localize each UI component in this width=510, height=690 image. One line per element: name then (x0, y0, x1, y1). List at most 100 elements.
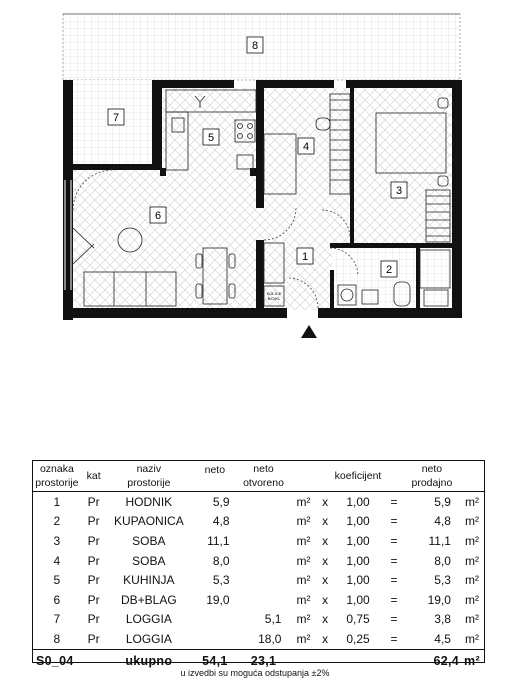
row-x: x (322, 494, 329, 509)
row-unit: m² (296, 573, 311, 588)
room-label-8: 8 (252, 40, 258, 52)
room-label-4: 4 (303, 141, 309, 153)
row-prodajno: 5,3 (434, 573, 451, 588)
row-naziv: DB+BLAG (120, 592, 177, 607)
total-code: S0_04 (32, 648, 82, 672)
row-koef: 1,00 (346, 533, 370, 548)
row-kat: Pr (87, 553, 100, 568)
row-kat: Pr (87, 631, 100, 646)
row-kat: Pr (87, 612, 100, 627)
row-kat: Pr (87, 592, 100, 607)
row-unit: m² (296, 553, 311, 568)
row-naziv: SOBA (132, 533, 166, 548)
row-naziv: SOBA (132, 553, 166, 568)
row-koef: 0,75 (346, 612, 370, 627)
row-id: 2 (53, 514, 61, 529)
row-neto: 5,3 (212, 573, 230, 588)
row-prodajno: 8,0 (434, 553, 451, 568)
row-unit2: m² (464, 514, 479, 529)
row-naziv: KUPAONICA (113, 514, 184, 529)
row-koef: 1,00 (346, 494, 370, 509)
row-koef: 1,00 (346, 573, 370, 588)
row-eq: = (390, 533, 398, 548)
row-koef: 1,00 (346, 553, 370, 568)
row-x: x (322, 612, 329, 627)
total-unit: m² (458, 648, 485, 672)
table-total-row: S0_04 ukupno 54,1 23,1 62,4 m² (32, 648, 485, 672)
row-prodajno: 4,5 (434, 631, 451, 646)
row-kat: Pr (87, 573, 100, 588)
row-neto: 11,1 (207, 533, 230, 548)
row-otvoreno (238, 551, 290, 571)
col-neto: neto (204, 464, 226, 476)
row-x: x (322, 533, 329, 548)
total-otvoreno: 23,1 (237, 648, 290, 672)
storage-label-2: BICIKL (268, 296, 281, 301)
row-x: x (322, 514, 329, 529)
row-koef: 1,00 (346, 592, 370, 607)
row-unit: m² (296, 631, 311, 646)
room-label-7: 7 (113, 112, 119, 124)
row-prodajno: 11,1 (428, 533, 451, 548)
row-x: x (322, 553, 329, 568)
row-otvoreno (238, 512, 290, 532)
row-unit2: m² (464, 631, 479, 646)
total-neto: 54,1 (192, 648, 238, 672)
row-unit: m² (296, 494, 311, 509)
room-3-floor (352, 88, 454, 243)
row-unit2: m² (464, 573, 479, 588)
row-x: x (322, 592, 329, 607)
bathroom-floor (332, 248, 454, 310)
row-neto: 5,9 (212, 494, 230, 509)
furniture (72, 89, 451, 307)
row-neto: 4,8 (212, 514, 230, 529)
row-eq: = (390, 553, 398, 568)
row-unit: m² (296, 612, 311, 627)
row-unit2: m² (464, 592, 479, 607)
storage-label: KOLICE (267, 291, 282, 296)
room-4-floor (262, 88, 352, 248)
row-neto: 8,0 (212, 553, 230, 568)
floor-plan: 8 7 5 4 3 6 1 2 KOLICE BICIKL (62, 13, 462, 338)
row-eq: = (390, 494, 398, 509)
row-unit2: m² (464, 612, 479, 627)
row-otvoreno (238, 531, 290, 551)
row-unit: m² (296, 592, 311, 607)
row-prodajno: 19,0 (427, 592, 451, 607)
row-unit2: m² (464, 533, 479, 548)
row-neto (192, 610, 237, 630)
row-naziv: KUHINJA (123, 573, 175, 588)
row-id: 7 (53, 612, 61, 627)
row-naziv: LOGGIA (125, 612, 172, 627)
entrance-arrow (301, 325, 317, 338)
total-prodajno: 62,4 (404, 648, 459, 672)
row-unit2: m² (464, 494, 479, 509)
row-eq: = (390, 631, 398, 646)
walls (63, 80, 462, 320)
row-unit2: m² (464, 553, 479, 568)
row-otvoreno (238, 492, 290, 512)
row-eq: = (390, 612, 398, 627)
row-id: 1 (53, 494, 61, 509)
row-unit: m² (296, 514, 311, 529)
row-kat: Pr (87, 533, 100, 548)
hallway-floor (262, 225, 332, 310)
row-koef: 1,00 (346, 514, 370, 529)
row-otvoreno (238, 590, 290, 610)
row-kat: Pr (87, 494, 100, 509)
row-id: 5 (53, 573, 61, 588)
room-label-5: 5 (208, 132, 214, 144)
row-naziv: HODNIK (125, 494, 173, 509)
